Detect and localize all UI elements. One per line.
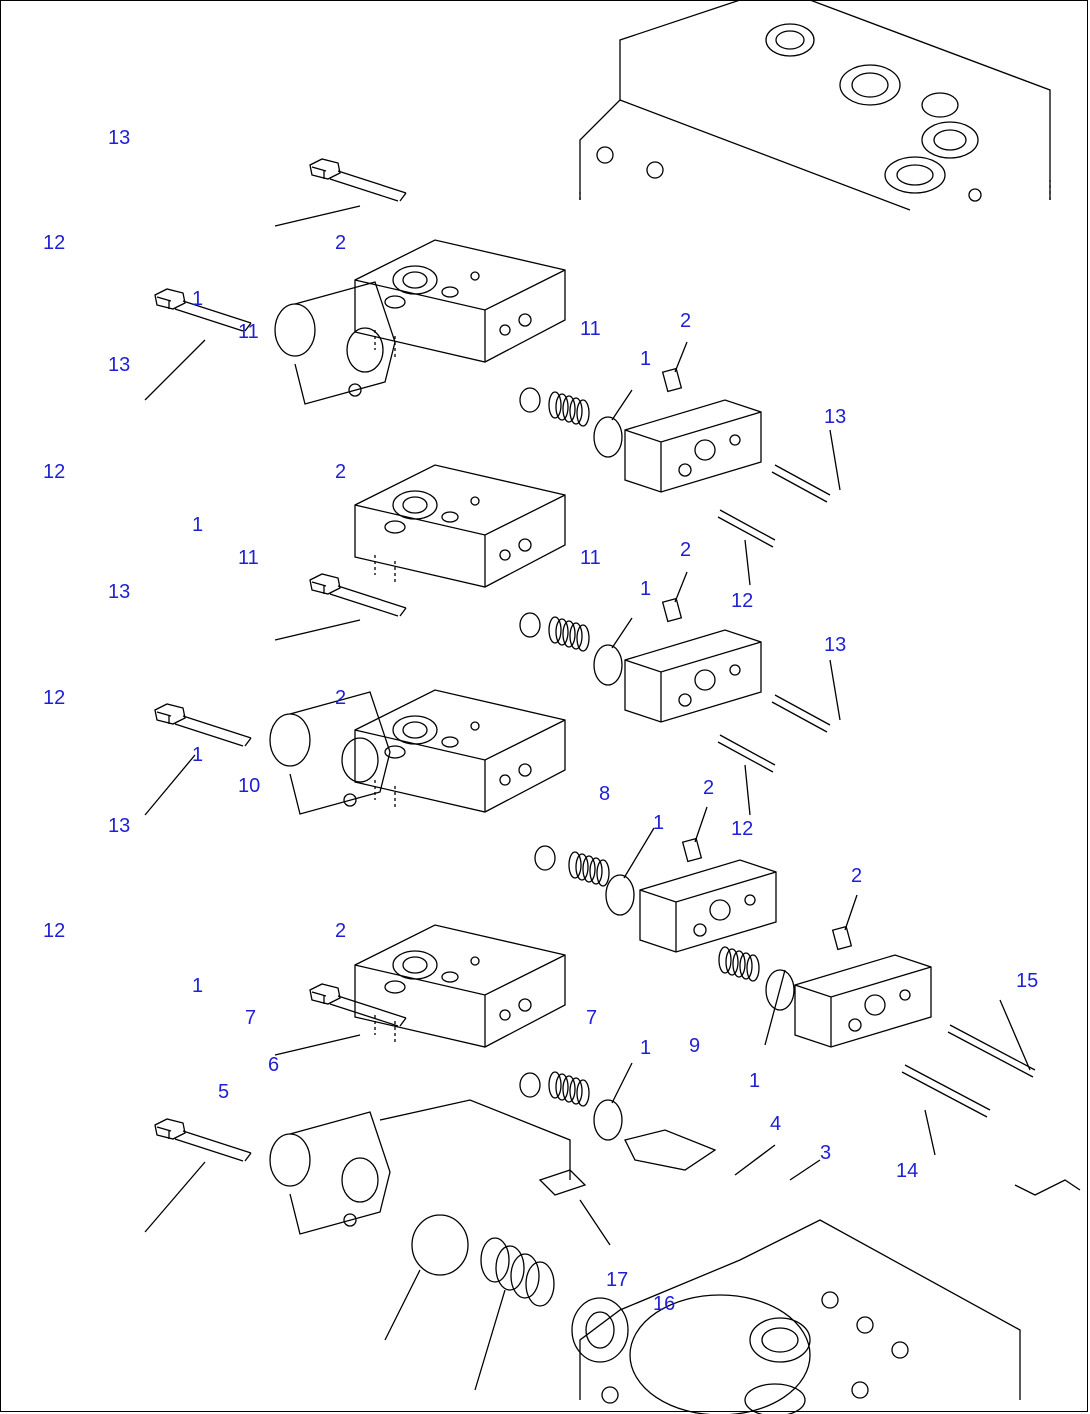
springs-and-seals (519, 341, 932, 1171)
callout-c25: 13 (108, 815, 131, 837)
callout-c06: 13 (108, 354, 131, 376)
callout-c29: 12 (731, 818, 754, 840)
callout-c16: 11 (580, 547, 601, 569)
callout-c03: 2 (335, 232, 347, 254)
callout-c38: 1 (640, 1037, 652, 1059)
callout-c34: 7 (245, 1007, 257, 1029)
callout-c28: 2 (703, 777, 715, 799)
callout-c30: 12 (43, 920, 66, 942)
upper-housing (579, 0, 1051, 211)
callout-c36: 5 (218, 1081, 230, 1103)
callout-c20: 13 (824, 634, 847, 656)
callout-c04: 1 (192, 288, 204, 310)
callout-c31: 2 (335, 920, 347, 942)
callout-c42: 4 (770, 1113, 782, 1135)
callout-c22: 2 (335, 687, 347, 709)
callout-c27: 1 (653, 812, 665, 834)
callout-c26: 8 (599, 783, 611, 805)
callout-c24: 10 (238, 775, 261, 797)
bolts (144, 158, 407, 1233)
callout-c13: 1 (192, 514, 204, 536)
callout-c32: 2 (851, 865, 863, 887)
callout-c19: 12 (731, 590, 754, 612)
callout-c33: 1 (192, 975, 204, 997)
callout-c08: 2 (680, 310, 692, 332)
callout-c37: 7 (586, 1007, 598, 1029)
callout-c44: 14 (896, 1160, 919, 1182)
callout-c01: 13 (108, 127, 131, 149)
callout-c18: 1 (640, 578, 652, 600)
callout-c10: 13 (824, 406, 847, 428)
callout-c43: 3 (820, 1142, 832, 1164)
callout-c09: 1 (640, 348, 652, 370)
callout-c07: 11 (580, 318, 601, 340)
callout-c40: 1 (749, 1070, 761, 1092)
callout-c14: 11 (238, 547, 259, 569)
callout-c39: 9 (689, 1035, 701, 1057)
callout-c45: 17 (606, 1269, 629, 1291)
callout-c15: 13 (108, 581, 131, 603)
callout-c46: 16 (653, 1293, 676, 1315)
callout-c02: 12 (43, 232, 66, 254)
callout-c35: 6 (268, 1054, 280, 1076)
lower-housing (384, 1144, 1081, 1414)
callout-c23: 1 (192, 744, 204, 766)
callout-c11: 12 (43, 461, 66, 483)
side-bolts (717, 429, 1036, 1156)
callout-c21: 12 (43, 687, 66, 709)
valve-sections (269, 239, 571, 1235)
callout-c05: 11 (238, 321, 259, 343)
callout-c17: 2 (680, 539, 692, 561)
callout-c41: 15 (1016, 970, 1039, 992)
callout-c12: 2 (335, 461, 347, 483)
